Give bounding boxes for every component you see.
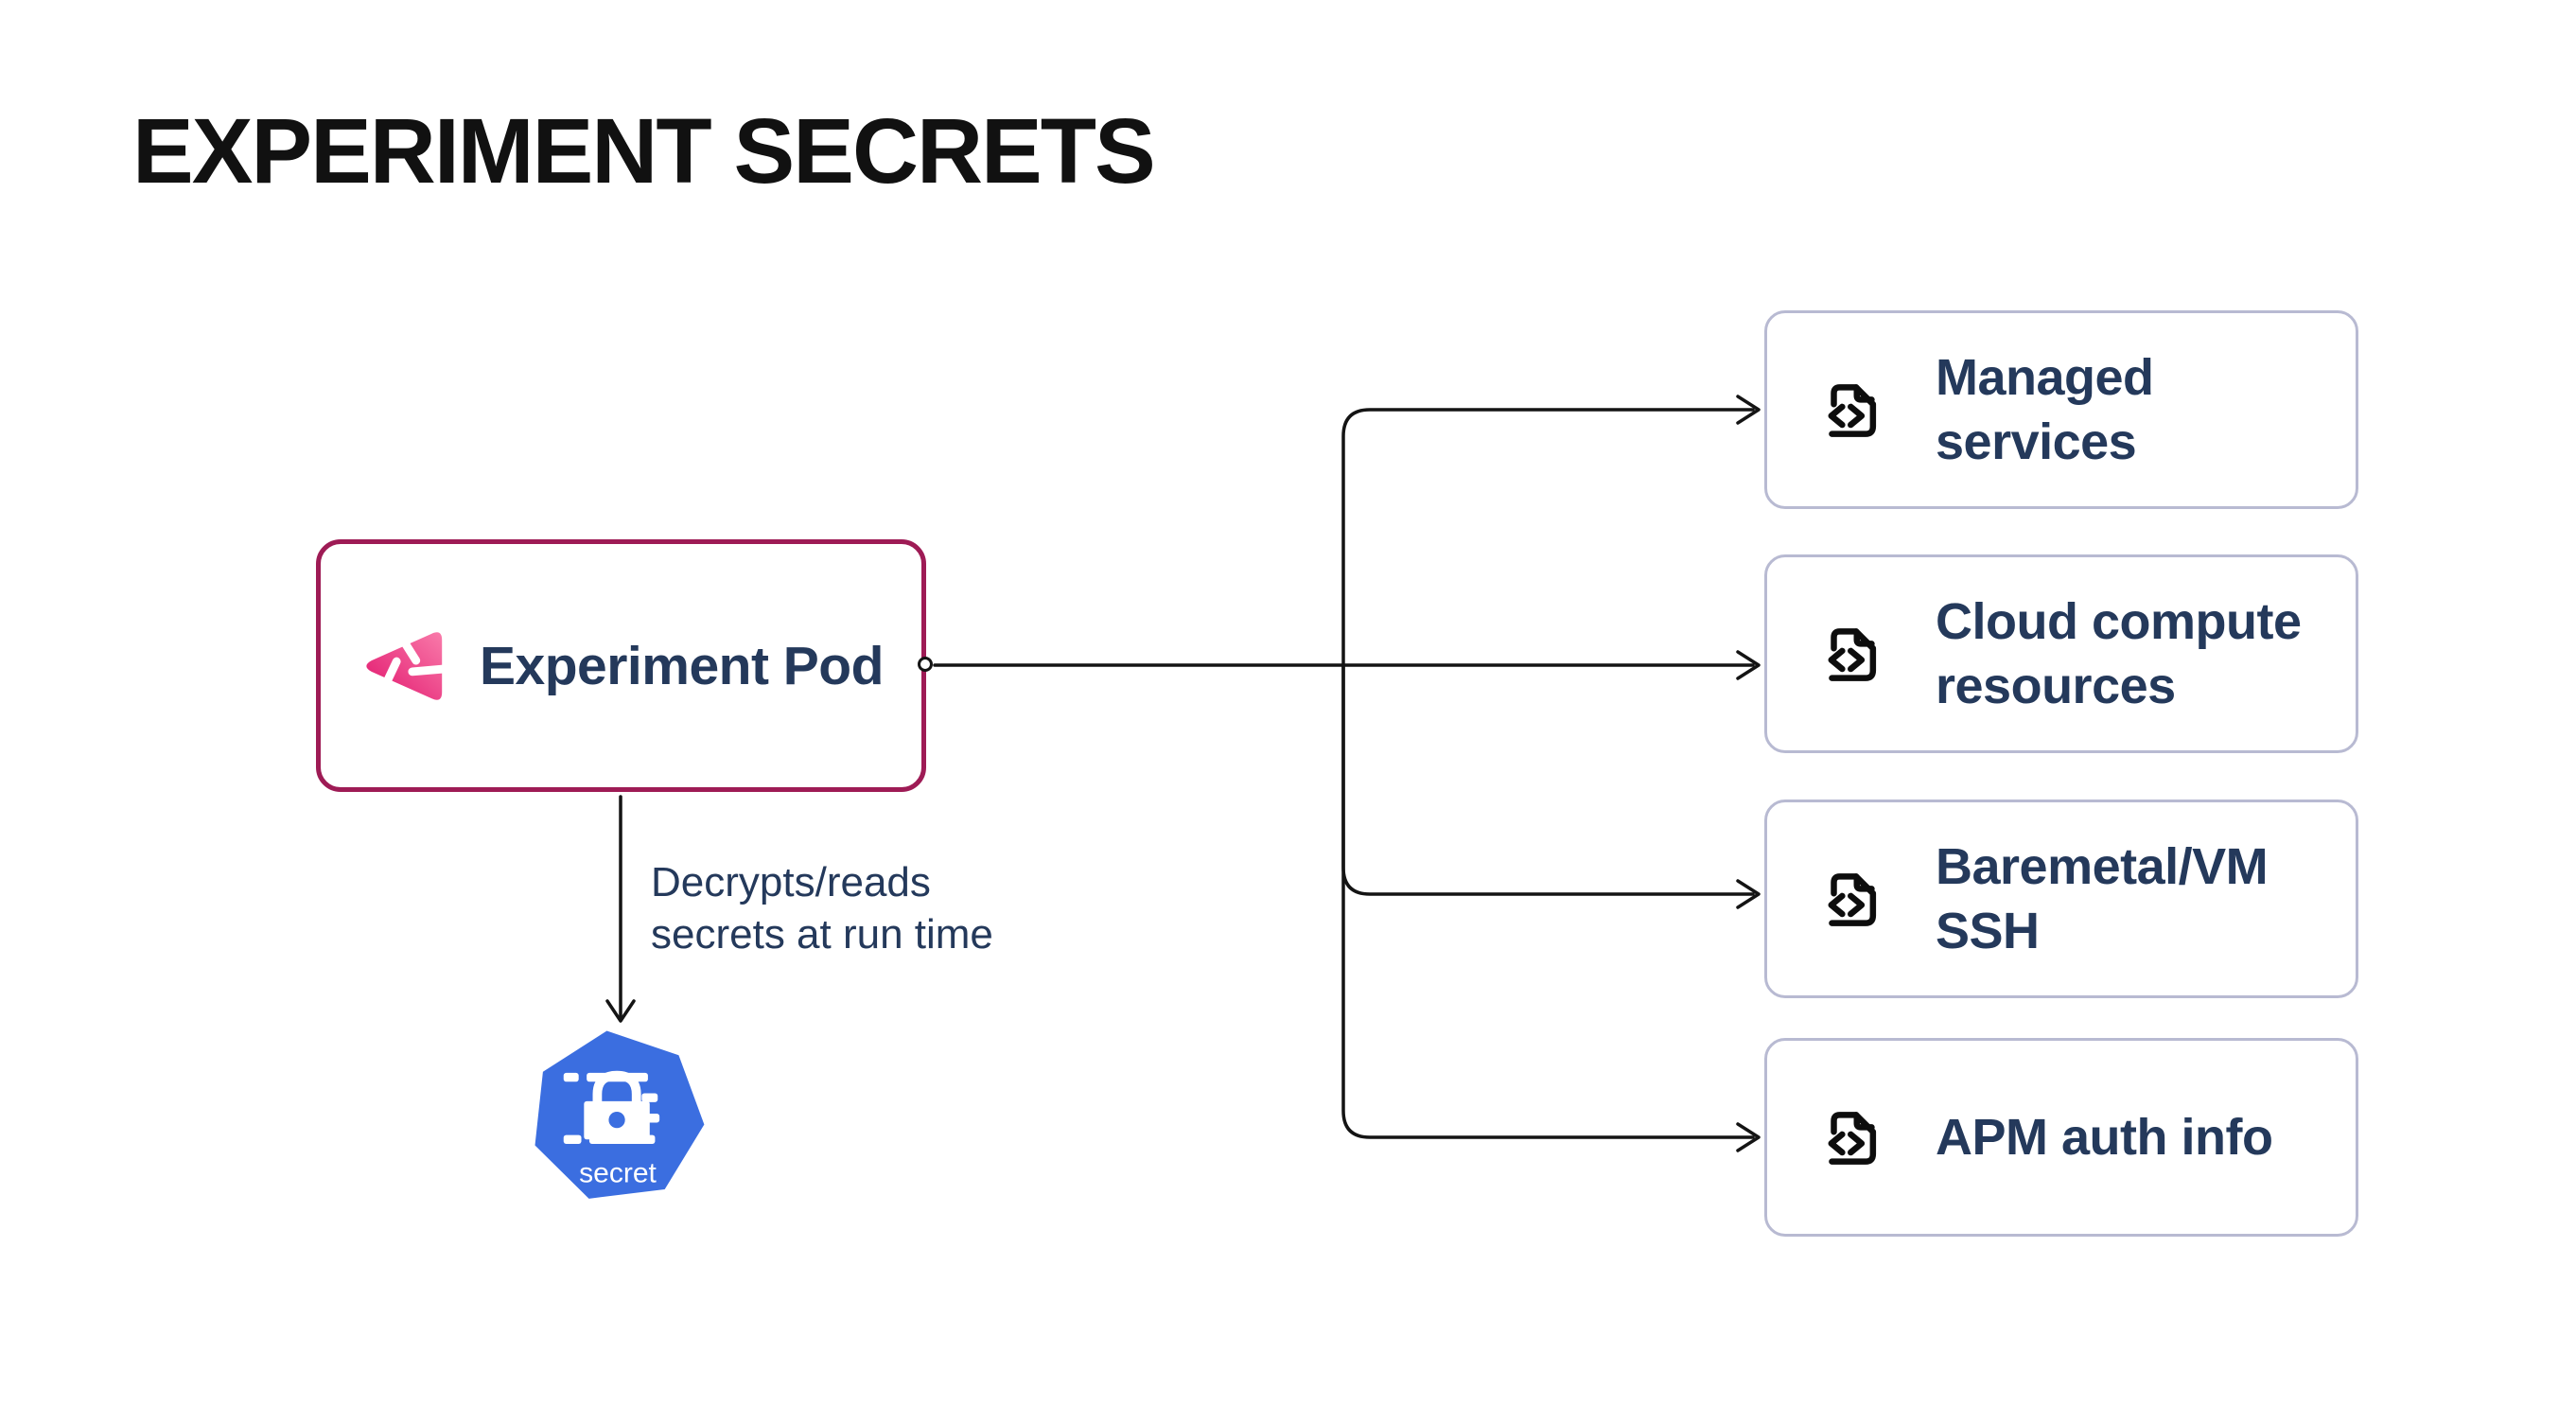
node-baremetal-vm-ssh: Baremetal/VM SSH: [1764, 800, 2358, 998]
node-cloud-compute-resources: Cloud compute resources: [1764, 554, 2358, 753]
arrowhead-secret: [605, 999, 636, 1023]
connector-port: [918, 657, 933, 672]
file-code-icon: [1828, 384, 1877, 437]
edge-pod-to-apm: [1341, 663, 1755, 1139]
secret-label: secret: [579, 1157, 657, 1188]
arrowhead-apm: [1736, 1122, 1761, 1152]
file-code-icon: [1828, 873, 1877, 926]
edge-pod-to-managed-services: [1341, 408, 1755, 667]
target-label: Cloud compute resources: [1936, 592, 2302, 714]
litmus-experiment-icon: [366, 631, 449, 700]
arrowhead-managed-services: [1736, 395, 1761, 425]
target-label: Baremetal/VM SSH: [1936, 837, 2269, 959]
node-secret: secret: [529, 1028, 707, 1202]
file-code-icon: [1828, 1112, 1877, 1165]
node-managed-services: Managed services: [1764, 310, 2358, 509]
arrowhead-baremetal-ssh: [1736, 879, 1761, 909]
target-label: Managed services: [1936, 348, 2154, 470]
target-label: APM auth info: [1936, 1108, 2273, 1166]
node-experiment-pod: Experiment Pod: [316, 539, 926, 792]
page-title: EXPERIMENT SECRETS: [132, 99, 1156, 202]
arrowhead-cloud-compute: [1736, 650, 1761, 680]
edge-annotation: Decrypts/reads secrets at run time: [651, 859, 993, 958]
experiment-pod-label: Experiment Pod: [480, 635, 884, 696]
file-code-icon: [1828, 628, 1877, 681]
node-apm-auth-info: APM auth info: [1764, 1038, 2358, 1237]
kubernetes-secret-icon: secret: [534, 1030, 705, 1199]
edge-pod-to-baremetal-ssh: [1341, 663, 1755, 896]
